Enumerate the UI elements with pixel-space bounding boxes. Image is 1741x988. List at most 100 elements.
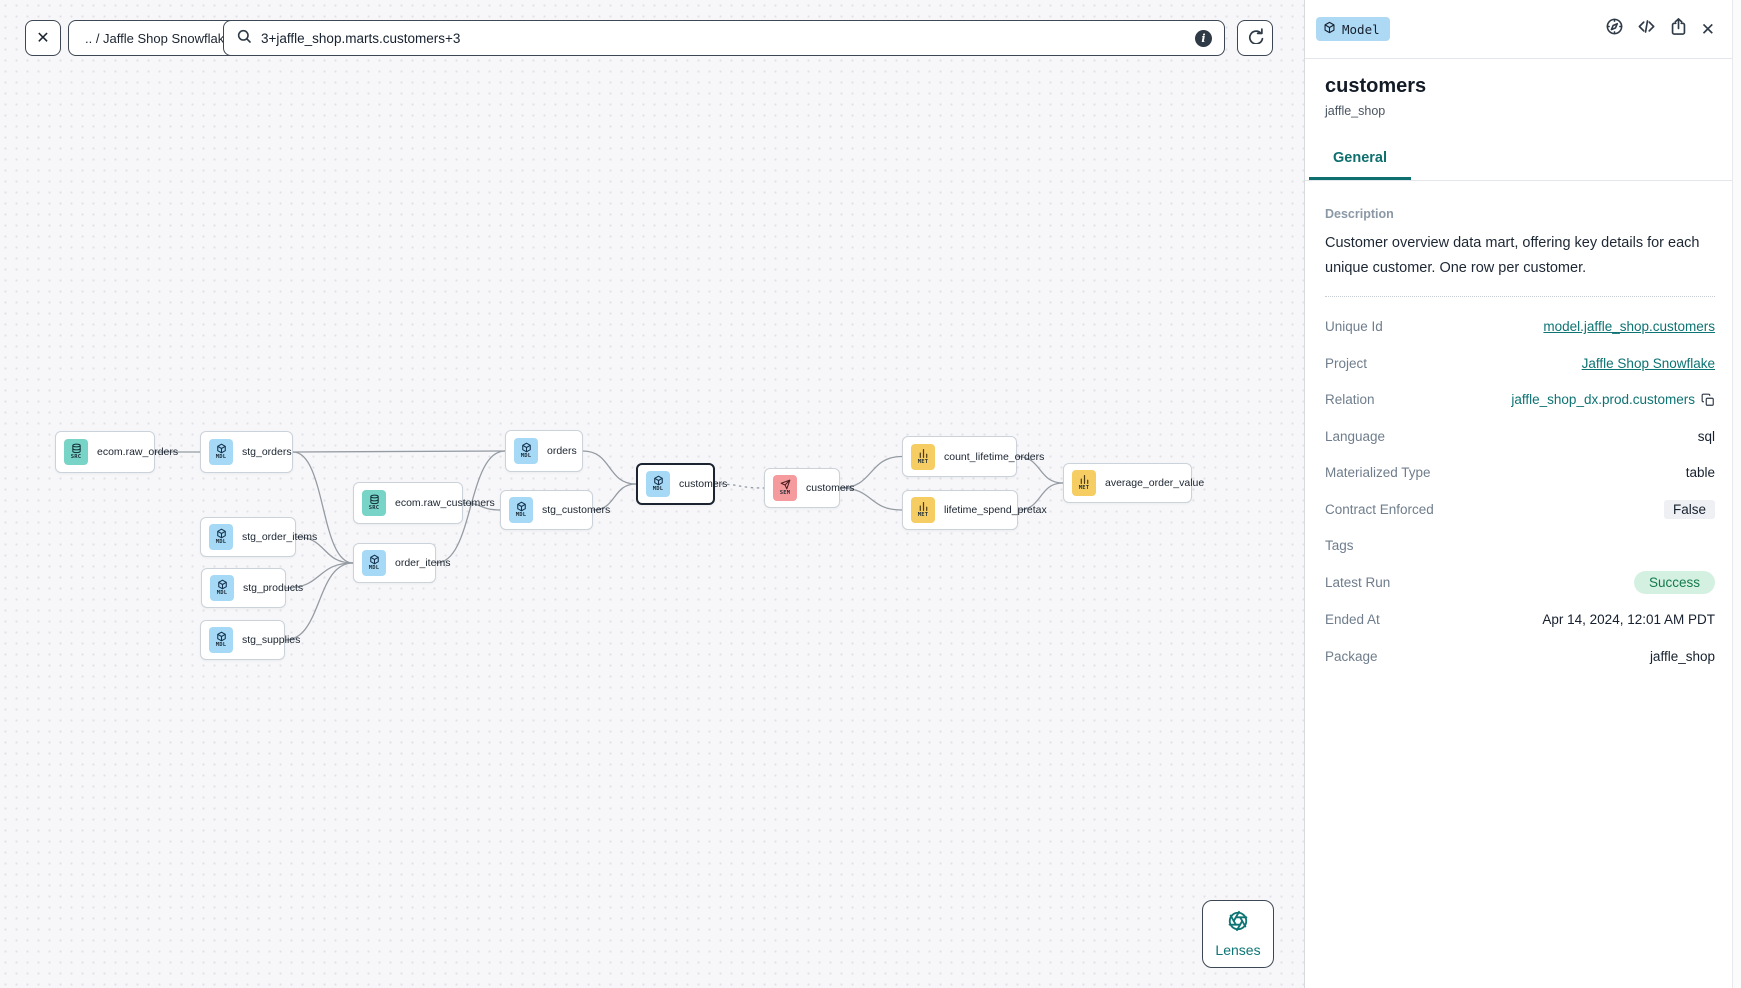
bar-chart-icon: MET: [911, 443, 935, 470]
refresh-button[interactable]: [1237, 20, 1273, 56]
lineage-node-stg-orders[interactable]: MDL stg_orders: [200, 431, 293, 473]
divider: [1325, 295, 1715, 297]
share-icon: [1669, 17, 1688, 41]
field-row-language: Language sql: [1325, 425, 1715, 447]
field-value-link[interactable]: Jaffle Shop Snowflake: [1581, 355, 1715, 371]
field-value: jaffle_shop_dx.prod.customers: [1511, 392, 1695, 408]
cube-icon: MDL: [209, 439, 233, 465]
bar-chart-icon: MET: [1072, 470, 1096, 496]
node-label: lifetime_spend_pretax: [944, 504, 1047, 516]
field-value-link[interactable]: model.jaffle_shop.customers: [1543, 319, 1715, 335]
node-label: orders: [547, 445, 577, 457]
cube-icon: MDL: [209, 524, 233, 550]
field-label: Language: [1325, 428, 1386, 444]
database-icon: SRC: [362, 490, 386, 516]
explore-lineage-button[interactable]: [1605, 17, 1624, 41]
database-icon: SRC: [64, 439, 88, 465]
node-label: ecom.raw_customers: [395, 497, 495, 509]
panel-scrollbar[interactable]: [1732, 0, 1741, 988]
field-label: Relation: [1325, 392, 1375, 408]
cube-icon: MDL: [646, 471, 670, 497]
lineage-selector-input[interactable]: [261, 30, 1186, 46]
lenses-button[interactable]: Lenses: [1202, 900, 1274, 968]
close-icon: ✕: [1700, 19, 1715, 39]
cube-icon: MDL: [362, 550, 386, 576]
share-button[interactable]: [1669, 17, 1688, 41]
edge-mdl_stg_orders-to-mdl_orders: [292, 450, 506, 453]
node-label: stg_supplies: [242, 634, 301, 646]
resource-details-panel: Model ✕ customers jaffle_shop General De…: [1304, 0, 1741, 988]
paper-plane-icon: SEM: [773, 475, 797, 501]
lineage-node-count-lifetime-orders[interactable]: MET count_lifetime_orders: [902, 436, 1044, 477]
resource-type-label: Model: [1342, 21, 1380, 37]
field-row-relation: Relation jaffle_shop_dx.prod.customers: [1325, 389, 1715, 411]
resource-subtitle: jaffle_shop: [1325, 104, 1386, 118]
field-row-tags: Tags: [1325, 535, 1715, 557]
info-icon[interactable]: i: [1195, 29, 1212, 47]
close-lineage-button[interactable]: ✕: [25, 20, 61, 56]
resource-type-badge: Model: [1316, 17, 1390, 41]
field-value: sql: [1697, 428, 1715, 444]
edge-sem_customers-to-met_lifetime_spend: [839, 487, 903, 511]
description-text: Customer overview data mart, offering ke…: [1325, 235, 1700, 276]
lineage-node-average-order-value[interactable]: MET average_order_value: [1063, 463, 1204, 503]
lineage-node-customers[interactable]: SEM customers: [764, 468, 854, 508]
field-row-project: Project Jaffle Shop Snowflake: [1325, 352, 1715, 374]
lineage-selector-bar[interactable]: i: [223, 20, 1225, 56]
node-label: count_lifetime_orders: [944, 450, 1045, 463]
edge-mdl_customers-to-sem_customers: [714, 483, 765, 489]
node-label: stg_order_items: [242, 531, 318, 543]
lineage-node-stg-order-items[interactable]: MDL stg_order_items: [200, 517, 317, 557]
cube-icon: MDL: [210, 575, 234, 601]
edge-mdl_stg_customers-to-mdl_customers: [592, 483, 637, 511]
edge-mdl_stg_supplies-to-mdl_order_items: [284, 562, 354, 641]
copy-icon[interactable]: [1701, 393, 1715, 407]
field-label: Contract Enforced: [1325, 501, 1434, 517]
edge-met_lifetime_spend-to-met_avg_order_value: [1017, 482, 1064, 511]
status-badge: Success: [1633, 571, 1715, 595]
view-code-button[interactable]: [1637, 17, 1656, 41]
panel-tabs: General: [1305, 136, 1741, 181]
node-label: stg_products: [243, 582, 304, 594]
field-label: Project: [1325, 355, 1368, 371]
field-value: Apr 14, 2024, 12:01 AM PDT: [1542, 612, 1715, 628]
panel-header: Model ✕: [1305, 0, 1741, 59]
edge-met_count_lifetime-to-met_avg_order_value: [1016, 455, 1064, 484]
edge-sem_customers-to-met_count_lifetime: [839, 455, 903, 489]
field-label: Latest Run: [1325, 575, 1391, 591]
close-panel-button[interactable]: ✕: [1701, 21, 1715, 38]
lineage-edges: [155, 450, 1064, 641]
edge-mdl_stg_products-to-mdl_order_items: [285, 562, 354, 589]
node-label: customers: [806, 482, 855, 494]
breadcrumb[interactable]: .. / Jaffle Shop Snowflake: [68, 20, 249, 56]
tab-general[interactable]: General: [1309, 150, 1411, 180]
field-value: jaffle_shop: [1649, 648, 1715, 664]
field-label: Materialized Type: [1325, 465, 1431, 481]
field-row-ended-at: Ended At Apr 14, 2024, 12:01 AM PDT: [1325, 609, 1715, 631]
cube-icon: MDL: [509, 497, 533, 523]
lineage-node-lifetime-spend-pretax[interactable]: MET lifetime_spend_pretax: [902, 490, 1047, 530]
lineage-node-ecom-raw-customers[interactable]: SRC ecom.raw_customers: [353, 482, 495, 524]
panel-content: Description Customer overview data mart,…: [1305, 181, 1741, 667]
cube-icon: [1323, 21, 1336, 37]
field-label: Tags: [1325, 538, 1354, 554]
edge-mdl_order_items-to-mdl_orders: [435, 450, 506, 564]
node-label: stg_orders: [242, 446, 292, 458]
node-label: average_order_value: [1105, 477, 1205, 489]
lineage-node-stg-products[interactable]: MDL stg_products: [201, 568, 303, 608]
field-label: Ended At: [1325, 612, 1380, 628]
bar-chart-icon: MET: [911, 497, 935, 523]
field-value: table: [1685, 465, 1715, 481]
field-row-materialized-type: Materialized Type table: [1325, 462, 1715, 484]
